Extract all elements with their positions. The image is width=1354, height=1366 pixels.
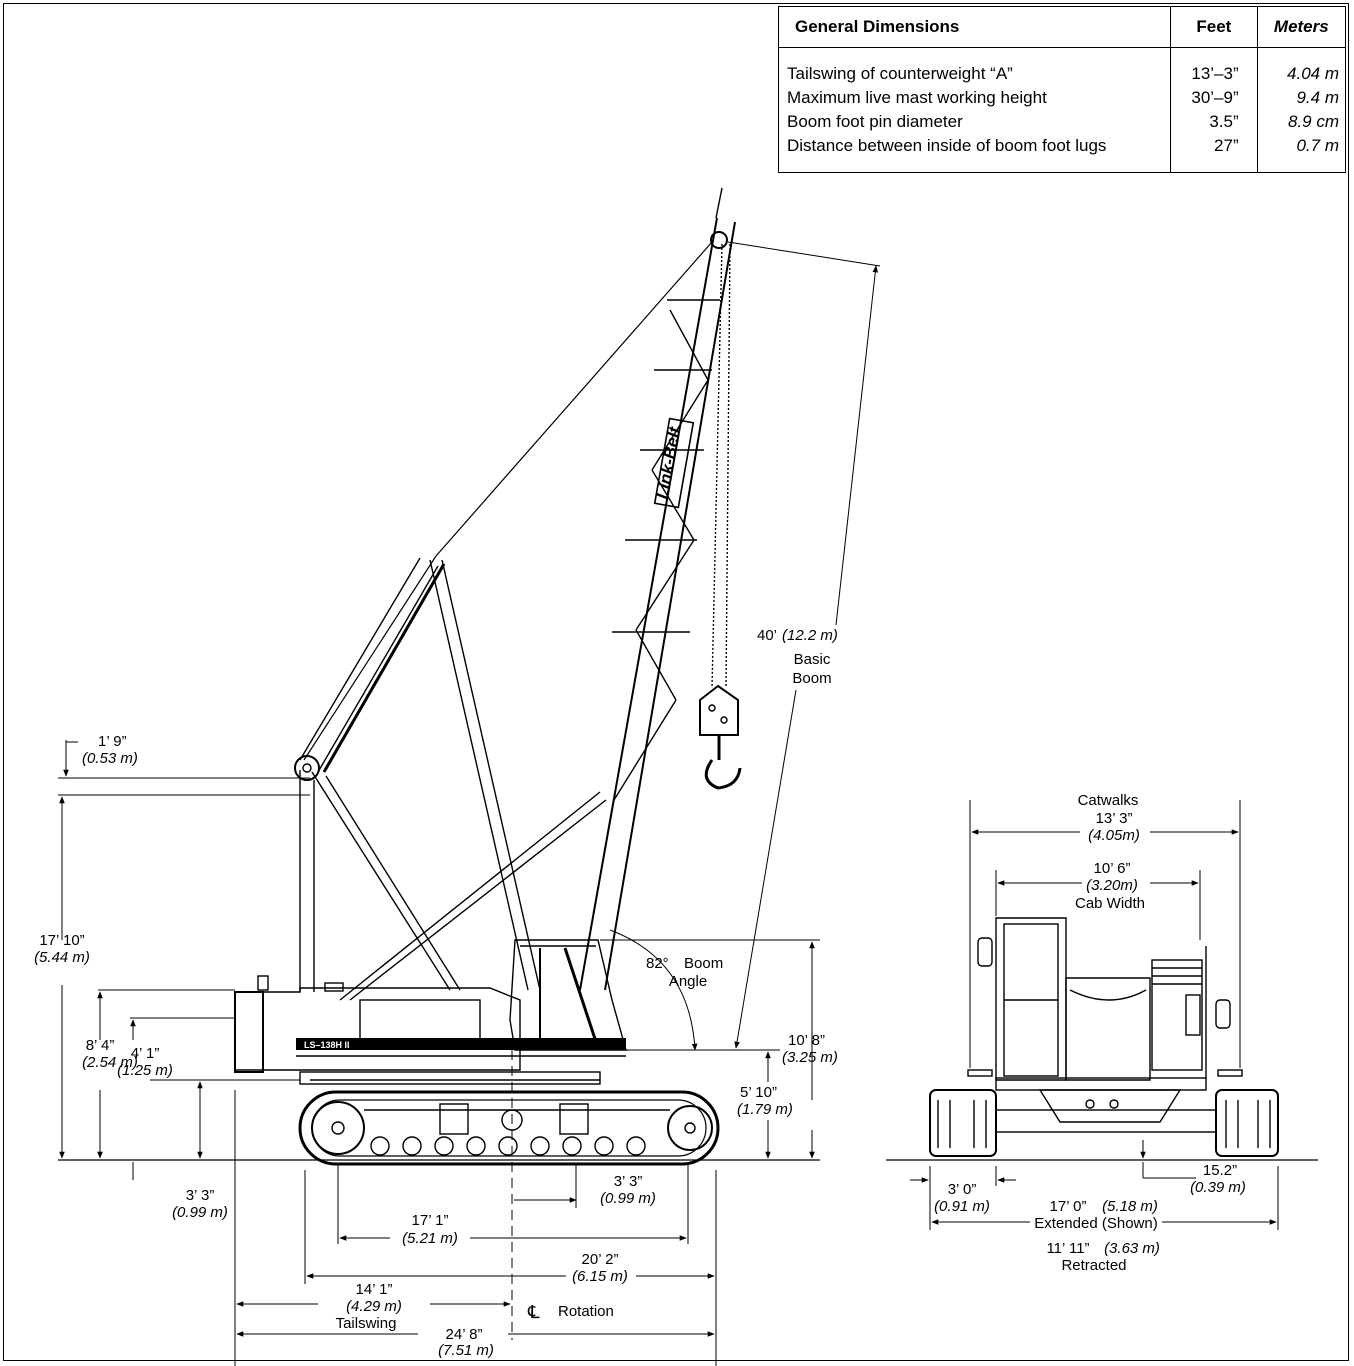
header-feet: Feet — [1170, 6, 1258, 48]
crawler-track — [298, 1090, 720, 1166]
centerline-symbol: ℄ — [527, 1302, 540, 1322]
front-view-dimensions — [910, 800, 1279, 1230]
row-lug-distance-name: Distance between inside of boom foot lug… — [787, 136, 1107, 155]
boom-angle-deg: 82° — [646, 955, 669, 972]
table-row: Maximum live mast working height 30’–9” … — [779, 86, 1346, 110]
row-mast-height-meters: 9.4 m — [1296, 88, 1339, 107]
tailswing-ft: 14’ 1” — [356, 1281, 393, 1298]
row-pin-diameter-meters: 8.9 cm — [1287, 112, 1339, 131]
track-length-m: (6.15 m) — [572, 1268, 628, 1285]
drawing-frame — [3, 3, 1349, 1361]
overall-length-ft: 24’ 8” — [446, 1326, 483, 1343]
table-row: Boom foot pin diameter 3.5” 8.9 cm — [779, 110, 1346, 134]
boom-label: Boom — [792, 670, 831, 687]
overall-height-m: (5.44 m) — [34, 949, 90, 966]
boom-length-m: (12.2 m) — [782, 627, 838, 644]
row-pin-diameter-feet: 3.5” — [1170, 110, 1258, 134]
cab-width-label: Cab Width — [1075, 895, 1145, 912]
house-height-ft: 8’ 4” — [86, 1037, 115, 1054]
extended-label: Extended (Shown) — [1034, 1215, 1157, 1232]
rotation-label: Rotation — [558, 1303, 614, 1320]
boom-foot-offset-m: (0.99 m) — [600, 1190, 656, 1207]
basic-label: Basic — [794, 651, 831, 668]
table-row: Distance between inside of boom foot lug… — [779, 134, 1346, 173]
header-meters: Meters — [1257, 6, 1346, 48]
boom-angle-word: Angle — [669, 973, 707, 990]
overall-length-m: (7.51 m) — [438, 1342, 494, 1359]
row-tailswing-feet: 13’–3” — [1170, 47, 1258, 86]
carbody-clearance-ft: 15.2” — [1203, 1162, 1237, 1179]
track-length-ft: 20’ 2” — [582, 1251, 619, 1268]
mast-offset-m: (0.53 m) — [82, 750, 138, 767]
shoe-width-ft: 3’ 0” — [948, 1181, 977, 1198]
retracted-width-ft: 11’ 11” — [1046, 1240, 1089, 1257]
house-height-m: (2.54 m) — [82, 1054, 138, 1071]
tumbler-distance-m: (5.21 m) — [402, 1230, 458, 1247]
row-lug-distance-feet: 27” — [1170, 134, 1258, 173]
general-dimensions-table: General Dimensions Feet Meters Tailswing… — [778, 6, 1346, 173]
row-tailswing-name: Tailswing of counterweight “A” — [787, 64, 1013, 83]
boom-foot-height-m: (1.79 m) — [737, 1101, 793, 1118]
tumbler-distance-ft: 17’ 1” — [412, 1212, 449, 1229]
boom-foot-height-ft: 5’ 10” — [740, 1084, 777, 1101]
side-view-dimensions — [58, 241, 881, 1366]
boom-length-ft: 40’ — [757, 627, 777, 644]
overall-height-ft: 17’ 10” — [39, 932, 84, 949]
boom-foot-offset-ft: 3’ 3” — [614, 1173, 643, 1190]
gantry-mast — [294, 557, 607, 1001]
boom-pendants — [303, 241, 713, 773]
boom-brand-label: Link-Belt — [653, 424, 685, 500]
table-row: Tailswing of counterweight “A” 13’–3” 4.… — [779, 47, 1346, 86]
row-mast-height-feet: 30’–9” — [1170, 86, 1258, 110]
ground-clearance-m: (0.99 m) — [172, 1204, 228, 1221]
carbody-clearance-m: (0.39 m) — [1190, 1179, 1246, 1196]
lattice-boom — [579, 187, 736, 991]
front-view-crane — [886, 917, 1318, 1161]
model-label: LS–138H II — [304, 1040, 350, 1050]
tailswing-m: (4.29 m) — [346, 1298, 402, 1315]
deck-height-ft: 4’ 1” — [131, 1045, 160, 1062]
retracted-label: Retracted — [1061, 1257, 1126, 1274]
side-view-crane — [58, 187, 820, 1166]
cab-height-ft: 10’ 8” — [788, 1032, 825, 1049]
row-pin-diameter-name: Boom foot pin diameter — [787, 112, 963, 131]
extended-width-m: (5.18 m) — [1102, 1198, 1158, 1215]
row-lug-distance-meters: 0.7 m — [1296, 136, 1339, 155]
ground-clearance-ft: 3’ 3” — [186, 1187, 215, 1204]
table-header-row: General Dimensions Feet Meters — [778, 6, 1346, 48]
cab-width-m: (3.20m) — [1086, 877, 1138, 894]
row-mast-height-name: Maximum live mast working height — [787, 88, 1047, 107]
catwalks-ft: 13’ 3” — [1096, 810, 1133, 827]
boom-angle-boom: Boom — [684, 955, 723, 972]
row-tailswing-meters: 4.04 m — [1287, 64, 1339, 83]
upperworks — [234, 939, 627, 1085]
extended-width-ft: 17’ 0” — [1050, 1198, 1087, 1215]
boom-logo: Link-Belt — [653, 424, 685, 500]
hook-block — [699, 243, 742, 790]
catwalks-m: (4.05m) — [1088, 827, 1140, 844]
catwalks-label: Catwalks — [1078, 792, 1139, 809]
tailswing-label: Tailswing — [336, 1315, 397, 1332]
retracted-width-m: (3.63 m) — [1104, 1240, 1160, 1257]
deck-height-m: (1.25 m) — [117, 1062, 173, 1079]
cab-height-m: (3.25 m) — [782, 1049, 838, 1066]
header-general-dimensions: General Dimensions — [778, 6, 1171, 48]
cab-width-ft: 10’ 6” — [1094, 860, 1131, 877]
shoe-width-m: (0.91 m) — [934, 1198, 990, 1215]
mast-offset-ft: 1’ 9” — [98, 733, 127, 750]
